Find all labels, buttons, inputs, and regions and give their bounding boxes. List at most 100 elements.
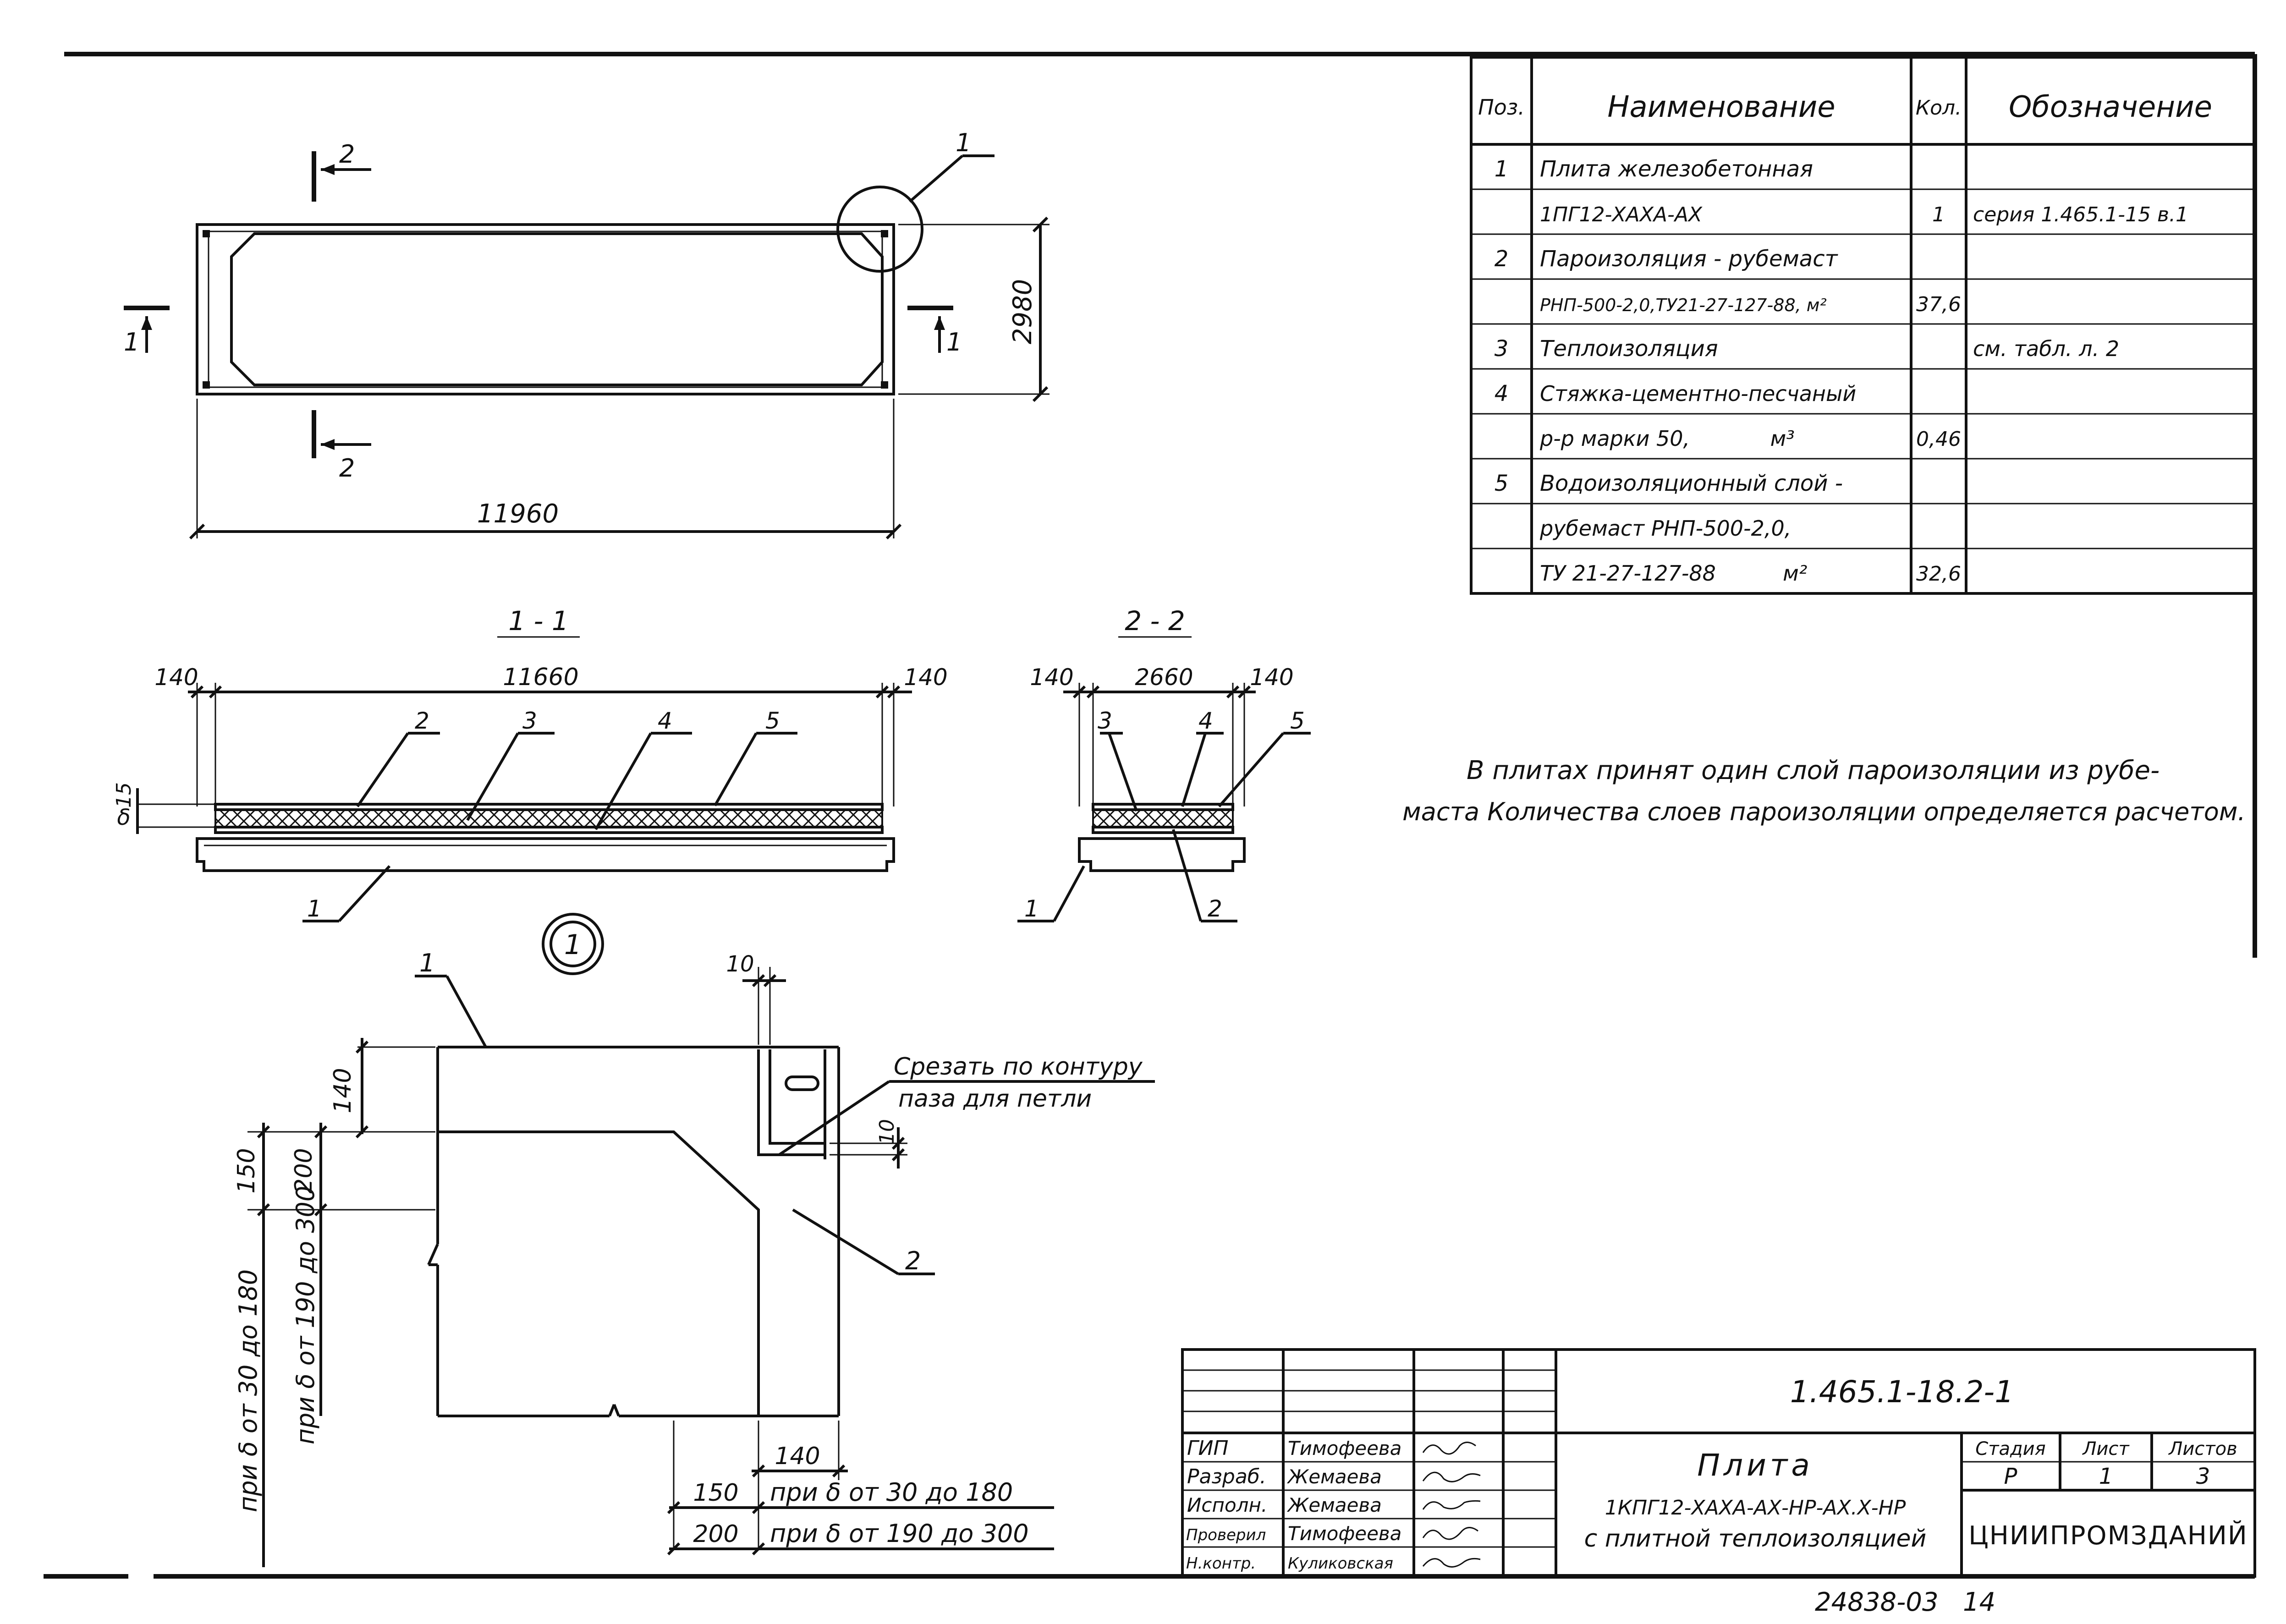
title-sub-1: 1КПГ12-ХАХА-АХ-НР-АХ.Х-НР — [1605, 1496, 1906, 1520]
sec22-dim-mid: 2660 — [1135, 664, 1193, 691]
signature — [1422, 1471, 1481, 1482]
detail-dim-150-v: 150 — [233, 1148, 260, 1193]
sec11-dim-delta: δ — [117, 805, 130, 830]
svg-text:1: 1 — [1932, 203, 1945, 226]
bom-header-name: Наименование — [1607, 90, 1835, 124]
bom-header-pos: Поз. — [1478, 95, 1525, 120]
sec22-label-3: 3 — [1098, 708, 1112, 734]
bom-row: ТУ 21-27-127-88 м² 32,6 — [1540, 561, 1961, 586]
sec22-label-4: 4 — [1198, 708, 1213, 734]
bom-header-qty: Кол. — [1916, 96, 1962, 120]
detail-tab-200-note: при δ от 190 до 300 — [770, 1519, 1029, 1548]
sec22-label-1: 1 — [1024, 895, 1039, 922]
role-developer: Разраб. — [1187, 1465, 1266, 1488]
svg-text:Плита железобетонная: Плита железобетонная — [1540, 156, 1813, 182]
title-block: 1.465.1-18.2-1 ГИП Тимофеева Разраб. Жем… — [1181, 1348, 2256, 1617]
cut-note-line-1: Срезать по контуру — [894, 1053, 1143, 1081]
role-executor: Исполн. — [1187, 1494, 1267, 1516]
detail-dim-10-side: 10 — [875, 1119, 899, 1145]
svg-text:4: 4 — [1495, 381, 1509, 406]
detail-leader-2: 2 — [905, 1246, 921, 1275]
bom-row: р-р марки 50, м³ 0,46 — [1539, 426, 1961, 451]
detail-dim-200-v: 200 — [290, 1148, 318, 1193]
section-2-2: 2 - 2 140 2660 140 3 4 5 1 2 — [1017, 605, 1311, 922]
archive-number: 24838-03 14 — [1815, 1587, 1995, 1617]
section-1-1: 1 - 1 140 11660 140 δ 15 2 3 — [112, 605, 948, 922]
signature — [1422, 1442, 1476, 1455]
sec11-dim-right: 140 — [904, 664, 947, 691]
stage-value: Р — [2004, 1464, 2017, 1489]
sec11-dim-15: 15 — [112, 782, 136, 808]
bom-row: 1 Плита железобетонная — [1495, 156, 1813, 182]
detail-callout-label: 1 — [956, 128, 971, 157]
svg-text:РНП-500-2,0,ТУ21-27-127-88, м: РНП-500-2,0,ТУ21-27-127-88, м² — [1540, 295, 1827, 315]
detail-leader-1: 1 — [419, 949, 435, 977]
detail-tab-200: 200 — [693, 1520, 738, 1548]
svg-text:Пароизоляция - рубемаст: Пароизоляция - рубемаст — [1540, 246, 1839, 272]
section-mark-1-left: 1 — [124, 328, 139, 357]
svg-text:ТУ 21-27-127-88 м²: ТУ 21-27-127-88 м² — [1540, 561, 1807, 586]
sec22-label-5: 5 — [1290, 708, 1305, 734]
svg-text:см. табл. л. 2: см. табл. л. 2 — [1973, 336, 2119, 361]
sec11-label-4: 4 — [658, 708, 672, 734]
svg-text:1ПГ12-ХАХА-АХ: 1ПГ12-ХАХА-АХ — [1540, 203, 1703, 226]
signature — [1422, 1500, 1481, 1510]
bom-table: Поз. Наименование Кол. Обозначение 1 Пли… — [1470, 56, 2256, 595]
detail-1: 1 10 10 Срезать по контуру п — [233, 913, 1155, 1567]
svg-text:2: 2 — [1495, 246, 1509, 272]
sec11-label-1: 1 — [307, 895, 322, 922]
person-developer: Жемаева — [1286, 1465, 1382, 1488]
signature — [1422, 1558, 1481, 1568]
svg-text:Стяжка-цементно-песчаный: Стяжка-цементно-песчаный — [1540, 381, 1856, 406]
detail-tab-150: 150 — [693, 1479, 738, 1507]
sec11-dim-mid: 11660 — [503, 664, 578, 691]
organization-stamp: ЦНИИПРОМЗДАНИЙ — [1968, 1520, 2248, 1551]
svg-text:1: 1 — [1495, 156, 1509, 182]
svg-text:серия 1.465.1-15 в.1: серия 1.465.1-15 в.1 — [1973, 203, 2188, 226]
sec22-dim-right: 140 — [1250, 664, 1293, 691]
person-norm-control: Куликовская — [1288, 1554, 1393, 1573]
sec22-label-2: 2 — [1208, 895, 1222, 922]
role-norm-control: Н.контр. — [1186, 1554, 1256, 1573]
bom-row: РНП-500-2,0,ТУ21-27-127-88, м² 37,6 — [1540, 293, 1961, 316]
svg-text:р-р марки 50, м³: р-р марки 50, м³ — [1539, 426, 1795, 451]
sheet-label: Лист — [2082, 1438, 2130, 1459]
detail-mark-inner — [550, 921, 596, 967]
note-line-1: В плитах принят один слой пароизоляции и… — [1467, 756, 2160, 785]
title-main: Плита — [1697, 1448, 1813, 1483]
title-sub-2: с плитной теплоизоляцией — [1584, 1525, 1927, 1553]
cut-note-line-2: паза для петли — [898, 1085, 1092, 1113]
svg-text:рубемаст РНП-500-2,0,: рубемаст РНП-500-2,0, — [1539, 516, 1791, 541]
role-checker: Проверил — [1186, 1526, 1266, 1544]
section-mark-1-right: 1 — [946, 328, 962, 357]
title-doc-code: 1.465.1-18.2-1 — [1790, 1374, 2014, 1410]
plan-dim-length: 11960 — [477, 499, 559, 529]
detail-dim-140-v: 140 — [329, 1068, 357, 1113]
bom-row: 4 Стяжка-цементно-песчаный — [1495, 381, 1857, 406]
bom-row: 2 Пароизоляция - рубемаст — [1495, 246, 1839, 272]
bom-row: рубемаст РНП-500-2,0, — [1539, 516, 1791, 541]
note-line-2: маста Количества слоев пароизоляции опре… — [1402, 797, 2246, 826]
detail-callout-circle — [836, 186, 923, 273]
role-gip: ГИП — [1187, 1437, 1229, 1460]
person-gip: Тимофеева — [1288, 1437, 1401, 1459]
stage-label: Стадия — [1975, 1438, 2045, 1459]
svg-text:3: 3 — [1495, 336, 1509, 362]
detail-dim-140-h: 140 — [775, 1443, 820, 1470]
sec11-label-3: 3 — [522, 708, 537, 734]
sec11-label-5: 5 — [765, 708, 780, 734]
bom-row: 5 Водоизоляционный слой - — [1495, 471, 1843, 496]
detail-vert-note-1: при δ от 30 до 180 — [234, 1269, 263, 1512]
detail-mark-label: 1 — [564, 929, 582, 961]
detail-vert-note-2: при δ от 190 до 300 — [291, 1186, 320, 1445]
plan-view: 1 11960 2980 1 1 2 2 — [124, 128, 1050, 540]
svg-text:32,6: 32,6 — [1916, 562, 1961, 586]
section-mark-2-top: 2 — [339, 140, 355, 169]
sec22-dim-left: 140 — [1030, 664, 1073, 691]
bom-row: 3 Теплоизоляция см. табл. л. 2 — [1495, 336, 2119, 362]
sheets-label: Листов — [2168, 1438, 2237, 1459]
section-mark-2-bottom: 2 — [339, 454, 355, 483]
sec11-dim-left: 140 — [154, 664, 198, 691]
svg-text:5: 5 — [1495, 471, 1509, 496]
